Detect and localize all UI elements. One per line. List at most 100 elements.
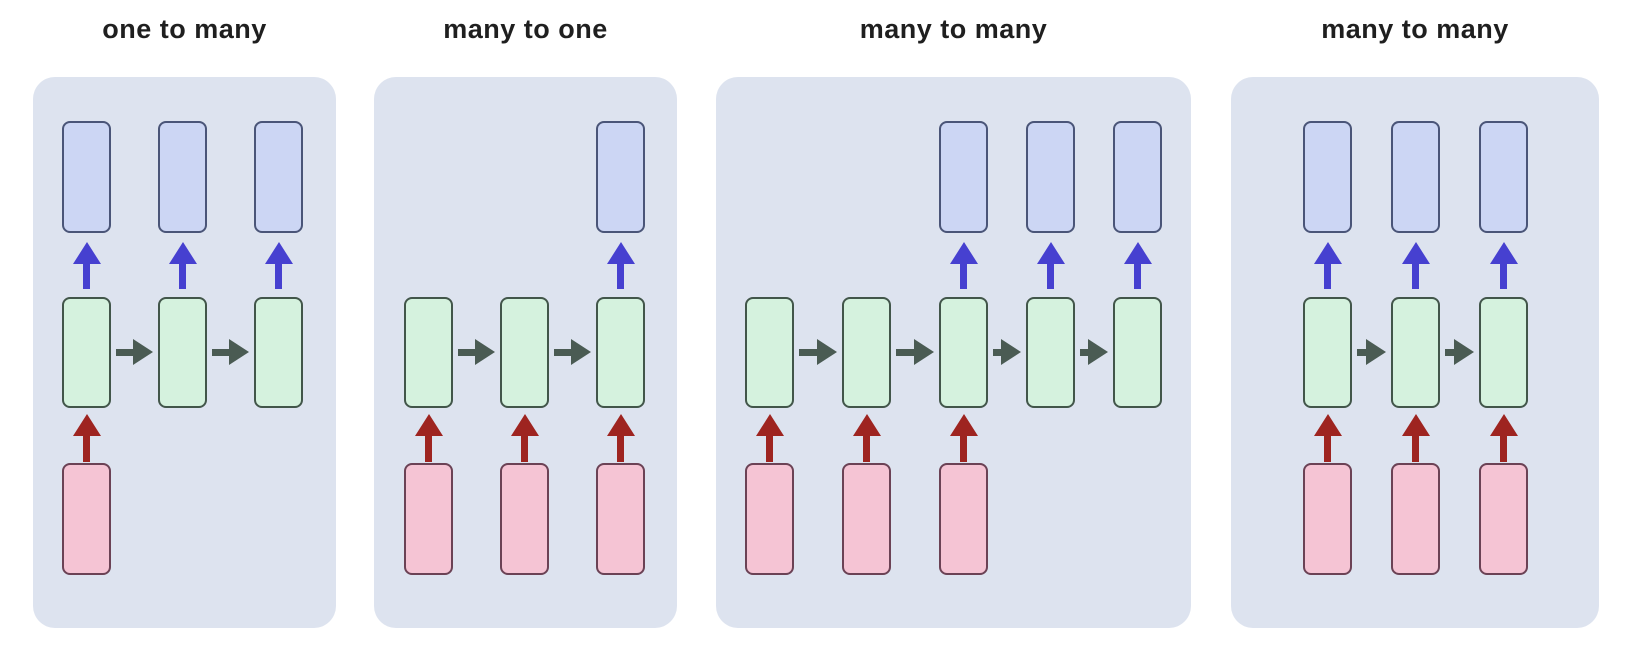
arrow-head <box>852 414 881 436</box>
arrow-head <box>949 242 978 264</box>
arrow-stem <box>993 348 1002 356</box>
output-arrow <box>72 242 101 289</box>
arrow-stem <box>617 263 624 289</box>
arrow-head <box>1401 414 1430 436</box>
input-box <box>939 463 988 575</box>
arrow-stem <box>1134 263 1141 289</box>
arrow-stem <box>1080 348 1089 356</box>
arrow-stem <box>617 435 624 462</box>
recurrent-arrow <box>1445 339 1474 365</box>
recurrent-arrow <box>212 339 249 365</box>
panel-title-one-to-many: one to many <box>102 14 267 44</box>
panel-title-many-to-one: many to one <box>443 14 608 44</box>
arrow-head <box>1036 242 1065 264</box>
output-arrow <box>1313 242 1342 289</box>
hidden-state-box <box>500 297 549 408</box>
arrow-stem <box>960 263 967 289</box>
output-arrow <box>606 242 635 289</box>
hidden-state-box <box>939 297 988 408</box>
arrow-head <box>755 414 784 436</box>
input-box <box>745 463 794 575</box>
output-box <box>939 121 988 233</box>
arrow-stem <box>1357 348 1367 356</box>
arrow-head <box>1489 242 1518 264</box>
arrow-stem <box>863 435 870 462</box>
output-box <box>1113 121 1162 233</box>
output-arrow <box>1036 242 1065 289</box>
arrow-head <box>475 339 495 365</box>
arrow-stem <box>799 348 818 356</box>
arrow-head <box>606 414 635 436</box>
arrow-stem <box>960 435 967 462</box>
arrow-stem <box>1412 435 1419 462</box>
output-box <box>158 121 207 233</box>
arrow-head <box>72 414 101 436</box>
input-box <box>1303 463 1352 575</box>
hidden-state-box <box>62 297 111 408</box>
input-arrow <box>1313 414 1342 462</box>
input-box <box>1391 463 1440 575</box>
arrow-head <box>414 414 443 436</box>
input-box <box>1479 463 1528 575</box>
arrow-head <box>1313 414 1342 436</box>
arrow-head <box>1366 339 1386 365</box>
output-arrow <box>168 242 197 289</box>
output-arrow <box>264 242 293 289</box>
arrow-stem <box>1047 263 1054 289</box>
arrow-head <box>264 242 293 264</box>
arrow-head <box>1489 414 1518 436</box>
arrow-head <box>1088 339 1108 365</box>
output-box <box>254 121 303 233</box>
output-box <box>1303 121 1352 233</box>
arrow-stem <box>458 348 476 356</box>
hidden-state-box <box>745 297 794 408</box>
recurrent-arrow <box>1357 339 1386 365</box>
arrow-stem <box>1324 435 1331 462</box>
hidden-state-box <box>1479 297 1528 408</box>
arrow-head <box>1123 242 1152 264</box>
panel-title-many-to-many: many to many <box>1321 14 1509 44</box>
hidden-state-box <box>596 297 645 408</box>
input-arrow <box>852 414 881 462</box>
arrow-head <box>1454 339 1474 365</box>
arrow-head <box>133 339 153 365</box>
arrow-stem <box>554 348 572 356</box>
arrow-head <box>229 339 249 365</box>
output-box <box>1026 121 1075 233</box>
arrow-stem <box>179 263 186 289</box>
recurrent-arrow <box>993 339 1021 365</box>
output-arrow <box>1401 242 1430 289</box>
arrow-head <box>571 339 591 365</box>
input-arrow <box>1489 414 1518 462</box>
input-arrow <box>510 414 539 462</box>
output-box <box>596 121 645 233</box>
recurrent-arrow <box>799 339 837 365</box>
arrow-head <box>1401 242 1430 264</box>
hidden-state-box <box>158 297 207 408</box>
recurrent-arrow <box>554 339 591 365</box>
arrow-head <box>72 242 101 264</box>
arrow-stem <box>896 348 915 356</box>
output-box <box>62 121 111 233</box>
arrow-head <box>606 242 635 264</box>
hidden-state-box <box>1391 297 1440 408</box>
arrow-stem <box>1324 263 1331 289</box>
arrow-stem <box>521 435 528 462</box>
input-box <box>842 463 891 575</box>
output-arrow <box>949 242 978 289</box>
output-box <box>1479 121 1528 233</box>
arrow-stem <box>116 348 134 356</box>
arrow-stem <box>1500 435 1507 462</box>
input-box <box>596 463 645 575</box>
hidden-state-box <box>1026 297 1075 408</box>
arrow-stem <box>425 435 432 462</box>
output-box <box>1391 121 1440 233</box>
input-arrow <box>1401 414 1430 462</box>
input-arrow <box>949 414 978 462</box>
arrow-head <box>1313 242 1342 264</box>
output-arrow <box>1123 242 1152 289</box>
input-arrow <box>606 414 635 462</box>
arrow-stem <box>83 435 90 462</box>
hidden-state-box <box>254 297 303 408</box>
